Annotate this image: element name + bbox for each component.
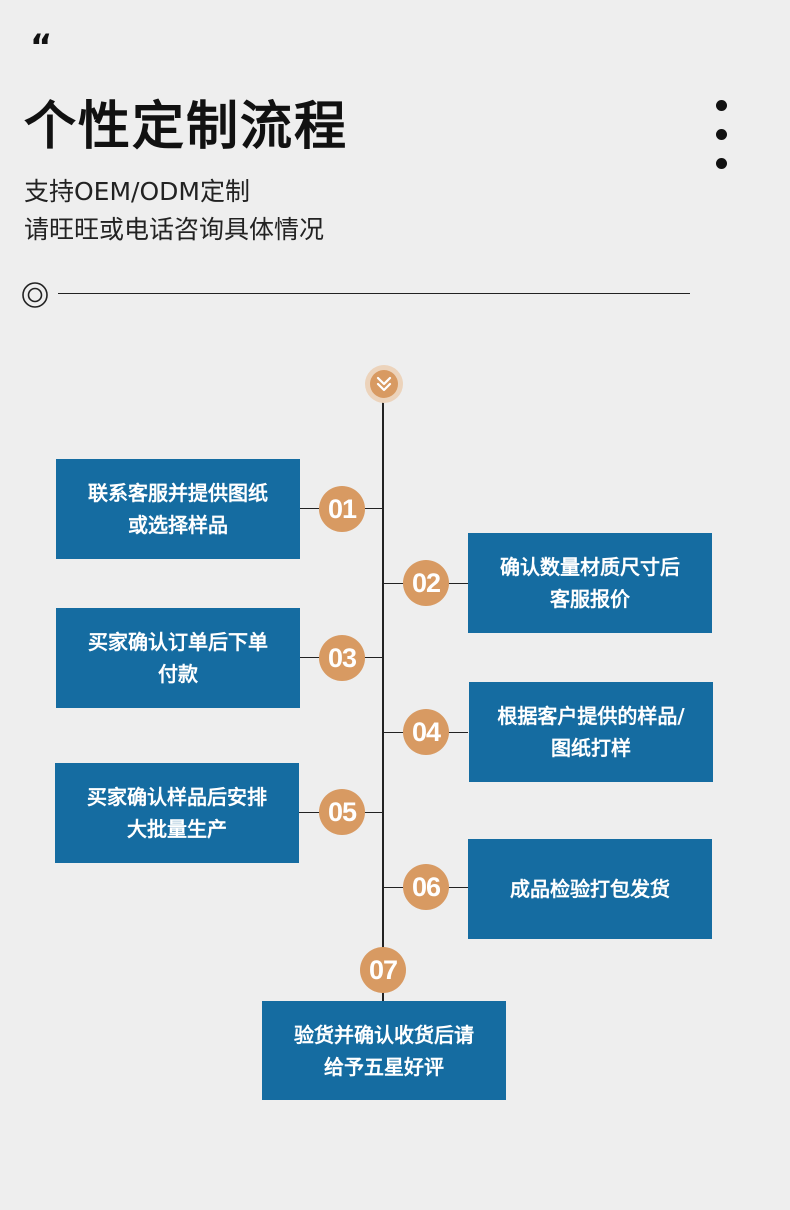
step-box: 根据客户提供的样品/图纸打样 xyxy=(469,682,713,782)
dot xyxy=(716,129,727,140)
step-number-badge: 02 xyxy=(403,560,449,606)
step-text: 确认数量材质尺寸后客服报价 xyxy=(500,555,680,611)
step-box: 买家确认订单后下单付款 xyxy=(56,608,300,708)
step-text: 买家确认订单后下单付款 xyxy=(88,630,268,686)
step-box: 确认数量材质尺寸后客服报价 xyxy=(468,533,712,633)
step-box: 买家确认样品后安排大批量生产 xyxy=(55,763,299,863)
step-text: 联系客服并提供图纸或选择样品 xyxy=(88,481,268,537)
quote-mark: “ xyxy=(30,27,53,67)
step-number-badge: 04 xyxy=(403,709,449,755)
step-box: 联系客服并提供图纸或选择样品 xyxy=(56,459,300,559)
step-number-badge: 06 xyxy=(403,864,449,910)
more-dots-icon xyxy=(716,100,728,187)
step-box: 成品检验打包发货 xyxy=(468,839,712,939)
step-text: 成品检验打包发货 xyxy=(510,877,670,901)
step-box: 验货并确认收货后请给予五星好评 xyxy=(262,1001,506,1100)
dot xyxy=(716,158,727,169)
step-number-badge: 07 xyxy=(360,947,406,993)
step-number-badge: 01 xyxy=(319,486,365,532)
subtitle-line-1: 支持OEM/ODM定制 xyxy=(24,177,250,206)
page-title: 个性定制流程 xyxy=(24,97,349,157)
divider-line xyxy=(58,293,690,294)
step-number-badge: 05 xyxy=(319,789,365,835)
step-text: 根据客户提供的样品/图纸打样 xyxy=(497,704,685,760)
double-chevron-down-icon xyxy=(365,365,403,403)
step-text: 买家确认样品后安排大批量生产 xyxy=(87,785,267,841)
timeline-line xyxy=(382,402,384,1002)
step-number-badge: 03 xyxy=(319,635,365,681)
subtitle-line-2: 请旺旺或电话咨询具体情况 xyxy=(24,215,325,244)
target-icon xyxy=(22,282,48,308)
step-text: 验货并确认收货后请给予五星好评 xyxy=(294,1022,474,1079)
dot xyxy=(716,100,727,111)
